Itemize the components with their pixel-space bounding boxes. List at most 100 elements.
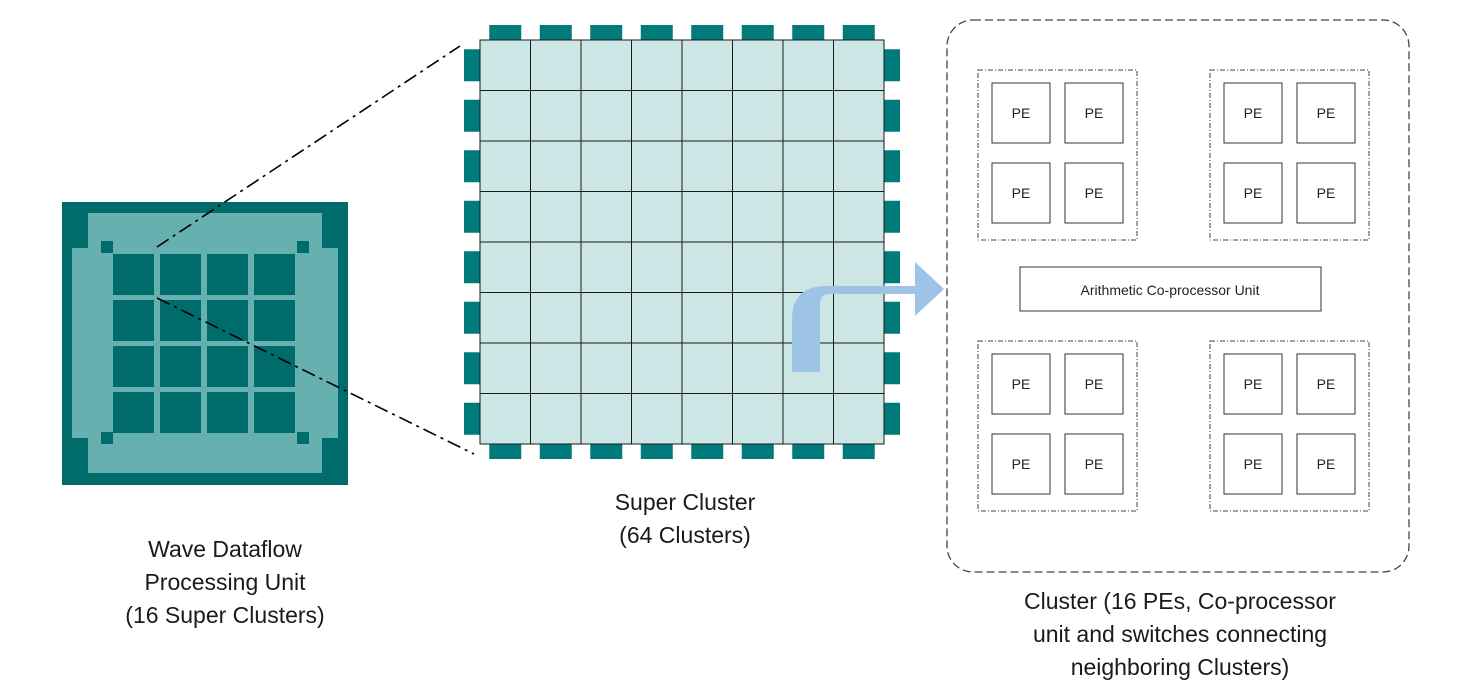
cluster-cell [580, 39, 632, 91]
port-left [464, 99, 480, 132]
wave-unit-caption: Wave Dataflow Processing Unit (16 Super … [75, 533, 375, 632]
port-right [884, 352, 900, 385]
super-cluster-block [113, 346, 154, 387]
cluster-cell [833, 39, 885, 91]
cluster-cell [732, 292, 784, 344]
cluster-cell [681, 393, 733, 445]
port-right [884, 49, 900, 82]
super-cluster-block [160, 254, 201, 295]
cluster-cell [479, 342, 531, 394]
cluster-cell [833, 393, 885, 445]
super-cluster-caption: Super Cluster (64 Clusters) [535, 486, 835, 552]
pe-label: PE [1317, 376, 1336, 392]
pe-box [1223, 162, 1283, 224]
wave-unit-caption-line: Processing Unit [144, 569, 306, 595]
cluster-cell [580, 342, 632, 394]
cluster-cell [580, 292, 632, 344]
super-cluster-block [207, 300, 248, 341]
cluster-cell [732, 191, 784, 243]
cluster-cell [681, 191, 733, 243]
pe-box [1223, 353, 1283, 415]
cluster-cell [530, 342, 582, 394]
port-top [741, 25, 774, 40]
cluster-cell [833, 90, 885, 142]
super-cluster-block [254, 254, 295, 295]
cluster-cell [782, 140, 834, 192]
port-left [464, 150, 480, 183]
cluster-cell [631, 241, 683, 293]
port-right [884, 402, 900, 435]
chip-corner-pad [101, 241, 113, 253]
pe-box [1223, 433, 1283, 495]
cluster-cell [479, 241, 531, 293]
cluster-cell [833, 140, 885, 192]
cluster-cell [681, 140, 733, 192]
pe-box [1296, 433, 1356, 495]
pe-label: PE [1085, 105, 1104, 121]
cluster-cell [681, 342, 733, 394]
cluster-cell [530, 140, 582, 192]
port-top [792, 25, 825, 40]
pe-label: PE [1317, 185, 1336, 201]
cluster-cell [732, 342, 784, 394]
port-right [884, 99, 900, 132]
super-cluster-block [254, 346, 295, 387]
port-right [884, 200, 900, 233]
port-top [590, 25, 623, 40]
super-cluster-block [113, 254, 154, 295]
cluster-cell [631, 342, 683, 394]
arrow-shape [792, 262, 944, 372]
cluster-cell [732, 393, 784, 445]
pe-label: PE [1012, 185, 1031, 201]
cluster-cell [732, 39, 784, 91]
super-cluster-grid [464, 25, 900, 459]
zoom-lines [156, 45, 475, 455]
zoom-line-bottom [156, 297, 475, 455]
super-cluster-caption-line: (64 Clusters) [619, 522, 751, 548]
pe-box [991, 433, 1051, 495]
port-left [464, 352, 480, 385]
pe-label: PE [1317, 456, 1336, 472]
port-top [539, 25, 572, 40]
pe-label: PE [1085, 376, 1104, 392]
cluster-cell [530, 90, 582, 142]
pe-group-outline [1209, 69, 1370, 241]
cluster-caption-line: neighboring Clusters) [1070, 654, 1290, 680]
port-left [464, 200, 480, 233]
cluster-cell [732, 90, 784, 142]
coprocessor-box [1019, 266, 1322, 312]
port-right [884, 301, 900, 334]
chip-corner-pad [297, 432, 309, 444]
super-cluster-block [160, 300, 201, 341]
cluster-cell [580, 393, 632, 445]
cluster-cell [530, 241, 582, 293]
pe-group-outline [977, 340, 1138, 512]
port-bottom [792, 444, 825, 459]
cluster-cell [681, 241, 733, 293]
cluster-cell [833, 191, 885, 243]
port-left [464, 251, 480, 284]
wave-unit-caption-line: (16 Super Clusters) [125, 602, 325, 628]
port-bottom [640, 444, 673, 459]
super-cluster-block [207, 392, 248, 433]
cluster-cell [782, 393, 834, 445]
cluster-cell [479, 292, 531, 344]
pe-box [1296, 353, 1356, 415]
cluster-cell [530, 393, 582, 445]
pe-box [991, 162, 1051, 224]
port-bottom [590, 444, 623, 459]
port-bottom [539, 444, 572, 459]
cluster-cell [580, 140, 632, 192]
port-bottom [842, 444, 875, 459]
port-top [489, 25, 522, 40]
zoom-arrow [792, 262, 944, 372]
cluster-cell [732, 140, 784, 192]
cluster-cell [732, 241, 784, 293]
cluster-cell [833, 342, 885, 394]
super-cluster-caption-line: Super Cluster [614, 489, 756, 515]
cluster-cell [479, 140, 531, 192]
super-cluster-block [207, 254, 248, 295]
cluster-cell [530, 191, 582, 243]
port-right [884, 251, 900, 284]
